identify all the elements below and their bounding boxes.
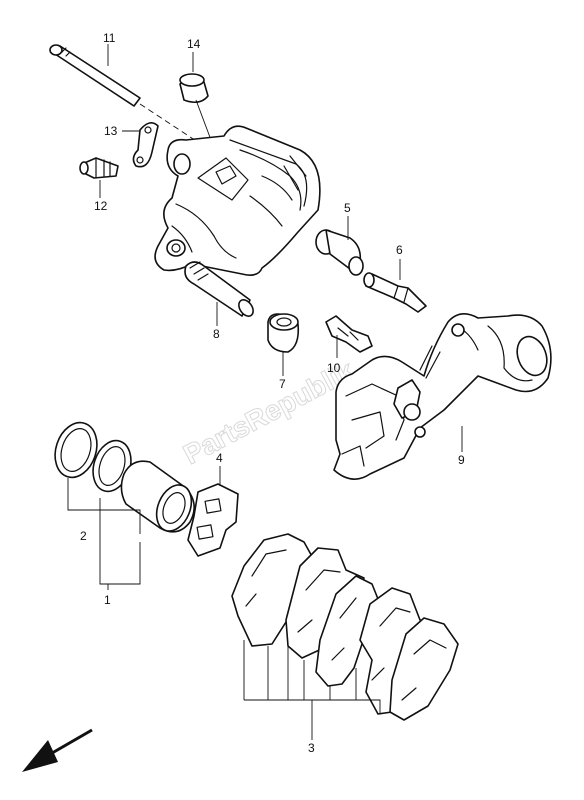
callout-1: 1 <box>104 593 111 607</box>
part-12-bleeder[interactable] <box>79 157 119 179</box>
part-14-cap[interactable] <box>179 73 209 104</box>
callout-12: 12 <box>94 199 108 213</box>
part-3-pads[interactable] <box>231 533 459 721</box>
part-6-bolt[interactable] <box>363 272 427 313</box>
callout-11: 11 <box>103 31 116 45</box>
leader-1-bracket <box>99 498 141 585</box>
callout-2: 2 <box>80 529 87 543</box>
caliper-body[interactable] <box>154 125 321 276</box>
callout-9: 9 <box>458 453 465 467</box>
part-11-pin[interactable] <box>49 44 141 107</box>
part-9-bracket[interactable] <box>333 313 552 480</box>
part-4-shim[interactable] <box>187 483 239 557</box>
part-1-piston[interactable] <box>120 460 197 536</box>
callout-10: 10 <box>327 361 341 375</box>
part-8-slide-pin[interactable] <box>184 261 256 319</box>
leader-11 <box>139 103 211 151</box>
leader-2-bracket <box>67 478 141 534</box>
callout-14: 14 <box>187 37 201 51</box>
callout-3: 3 <box>308 741 315 755</box>
callout-7: 7 <box>279 377 286 391</box>
callout-5: 5 <box>344 201 351 215</box>
part-5-boot[interactable] <box>315 229 364 276</box>
leader-3-bracket <box>243 640 381 740</box>
callout-8: 8 <box>213 327 220 341</box>
callout-6: 6 <box>396 243 403 257</box>
part-13-clip[interactable] <box>132 122 159 168</box>
callout-4: 4 <box>216 451 223 465</box>
part-7-boot[interactable] <box>267 313 300 353</box>
arrow-down-left-icon <box>22 728 93 772</box>
callout-13: 13 <box>104 124 118 138</box>
part-10-spring-clip[interactable] <box>325 315 373 353</box>
